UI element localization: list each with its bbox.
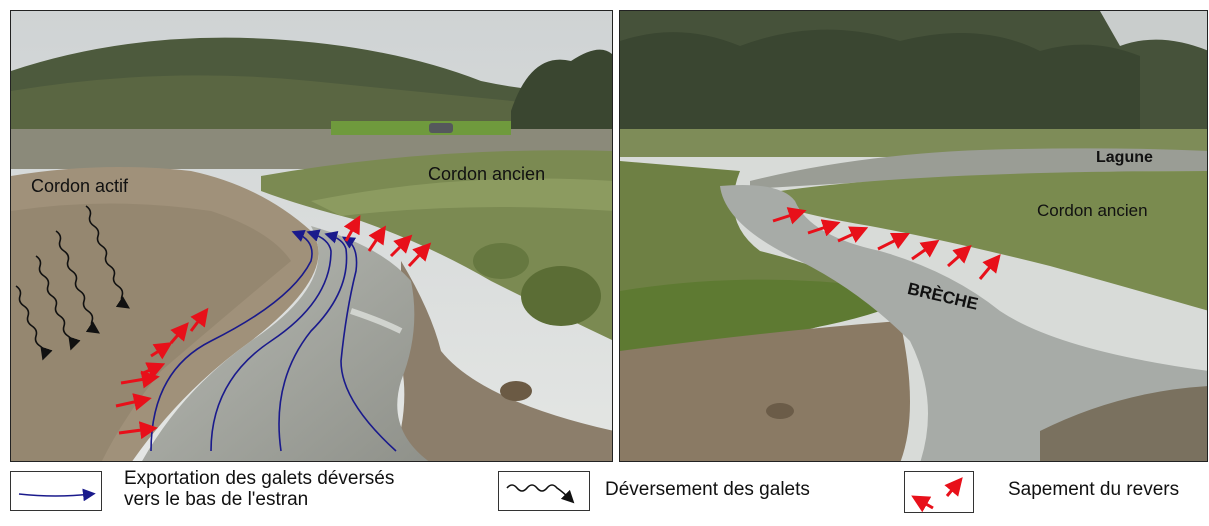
right-photo: Lagune Cordon ancien BRÈCHE <box>619 10 1208 462</box>
legend-swatch-undercut <box>904 471 974 513</box>
red-arrows-icon <box>911 477 963 513</box>
legend-export-line2: vers le bas de l'estran <box>124 489 309 510</box>
label-cordon-ancien-right: Cordon ancien <box>1037 201 1148 220</box>
label-lagune: Lagune <box>1096 149 1153 166</box>
left-photo-scene <box>11 11 612 461</box>
pebble-spill-arrows <box>15 205 432 452</box>
legend-spill: Déversement des galets <box>605 479 810 500</box>
legend-swatch-spill <box>498 471 590 511</box>
label-cordon-ancien-left: Cordon ancien <box>428 164 546 184</box>
left-photo: Cordon actif Cordon ancien <box>10 10 613 462</box>
blue-arrow-icon <box>18 488 96 502</box>
legend-export-line1: Exportation des galets déversés <box>124 468 395 489</box>
legend-swatch-export <box>10 471 102 511</box>
wavy-black-arrow-icon <box>506 484 575 504</box>
undercut-arrows-right <box>772 207 1001 280</box>
legend-undercut: Sapement du revers <box>1008 479 1180 500</box>
right-photo-scene <box>620 11 1207 461</box>
legend: Exportation des galets déversés vers le … <box>0 462 1209 526</box>
label-cordon-actif: Cordon actif <box>31 176 129 196</box>
